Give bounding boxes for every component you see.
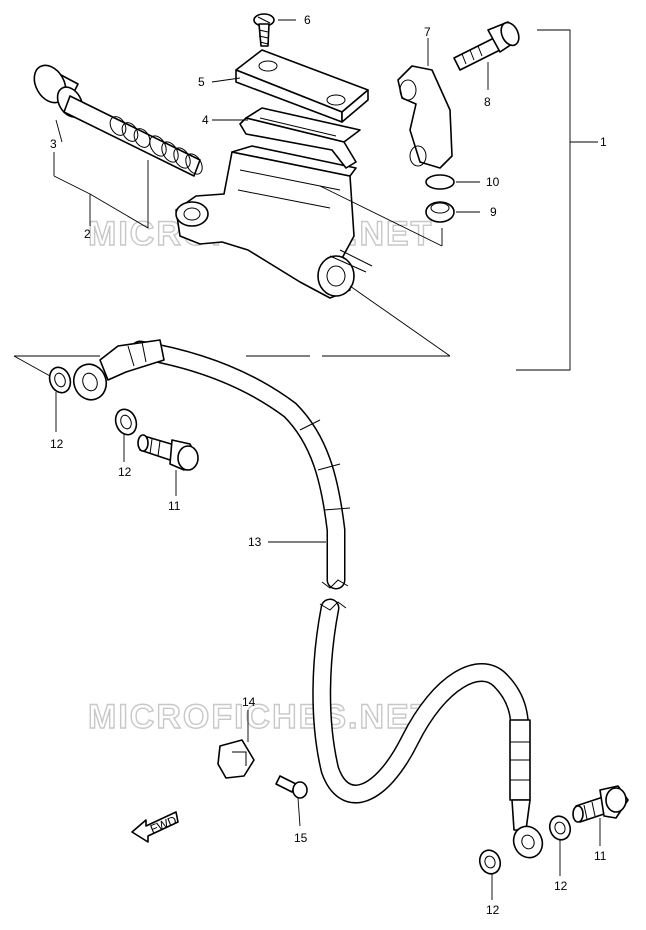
- cap-screw: [253, 13, 275, 47]
- callout-2: 2: [84, 227, 91, 241]
- forward-arrow-icon: FWD: [131, 811, 179, 843]
- clamp-screw: [275, 775, 308, 799]
- callout-4: 4: [202, 113, 209, 127]
- o-ring: [425, 174, 455, 190]
- hose-group-leader: [13, 285, 451, 377]
- washer-lower-b: [548, 815, 572, 841]
- sight-glass-cap: [425, 201, 455, 223]
- piston-kit: [33, 64, 203, 177]
- callout-11-upper: 11: [168, 499, 181, 513]
- banjo-bolt-upper: [137, 434, 199, 471]
- callout-8: 8: [484, 95, 491, 109]
- callout-12-lower-mid: 12: [486, 903, 500, 917]
- callout-12-left-top: 12: [50, 437, 64, 451]
- callout-1: 1: [600, 135, 607, 149]
- handlebar-clamp: [397, 65, 453, 169]
- callout-12-lower-right: 12: [554, 879, 568, 893]
- callout-9: 9: [490, 205, 497, 219]
- banjo-bolt-lower: [572, 785, 629, 823]
- callout-leaders: [53, 19, 601, 900]
- washer-upper-b: [114, 408, 138, 436]
- callout-3: 3: [50, 137, 57, 151]
- callout-14: 14: [242, 695, 256, 709]
- master-cylinder-body: [175, 145, 373, 299]
- hose-clamp: [217, 739, 255, 779]
- callout-15: 15: [294, 831, 308, 845]
- callout-13: 13: [248, 535, 262, 549]
- callout-11-lower: 11: [594, 849, 607, 863]
- callout-7: 7: [424, 25, 431, 39]
- washer-upper-a: [48, 366, 72, 394]
- callout-12-left-mid: 12: [118, 465, 132, 479]
- assembly-bracket-1: [516, 29, 598, 371]
- watermark-bottom: MICROFICHES.NET: [88, 698, 433, 736]
- callout-5: 5: [198, 75, 205, 89]
- clamp-bolt: [453, 21, 520, 71]
- brake-hose: [72, 339, 544, 859]
- callout-6: 6: [304, 13, 311, 27]
- forward-arrow-label: FWD: [148, 813, 179, 836]
- washer-lower-a: [478, 849, 502, 875]
- callout-10: 10: [486, 175, 500, 189]
- reservoir-cap: [235, 49, 369, 123]
- diaphragm: [239, 107, 361, 169]
